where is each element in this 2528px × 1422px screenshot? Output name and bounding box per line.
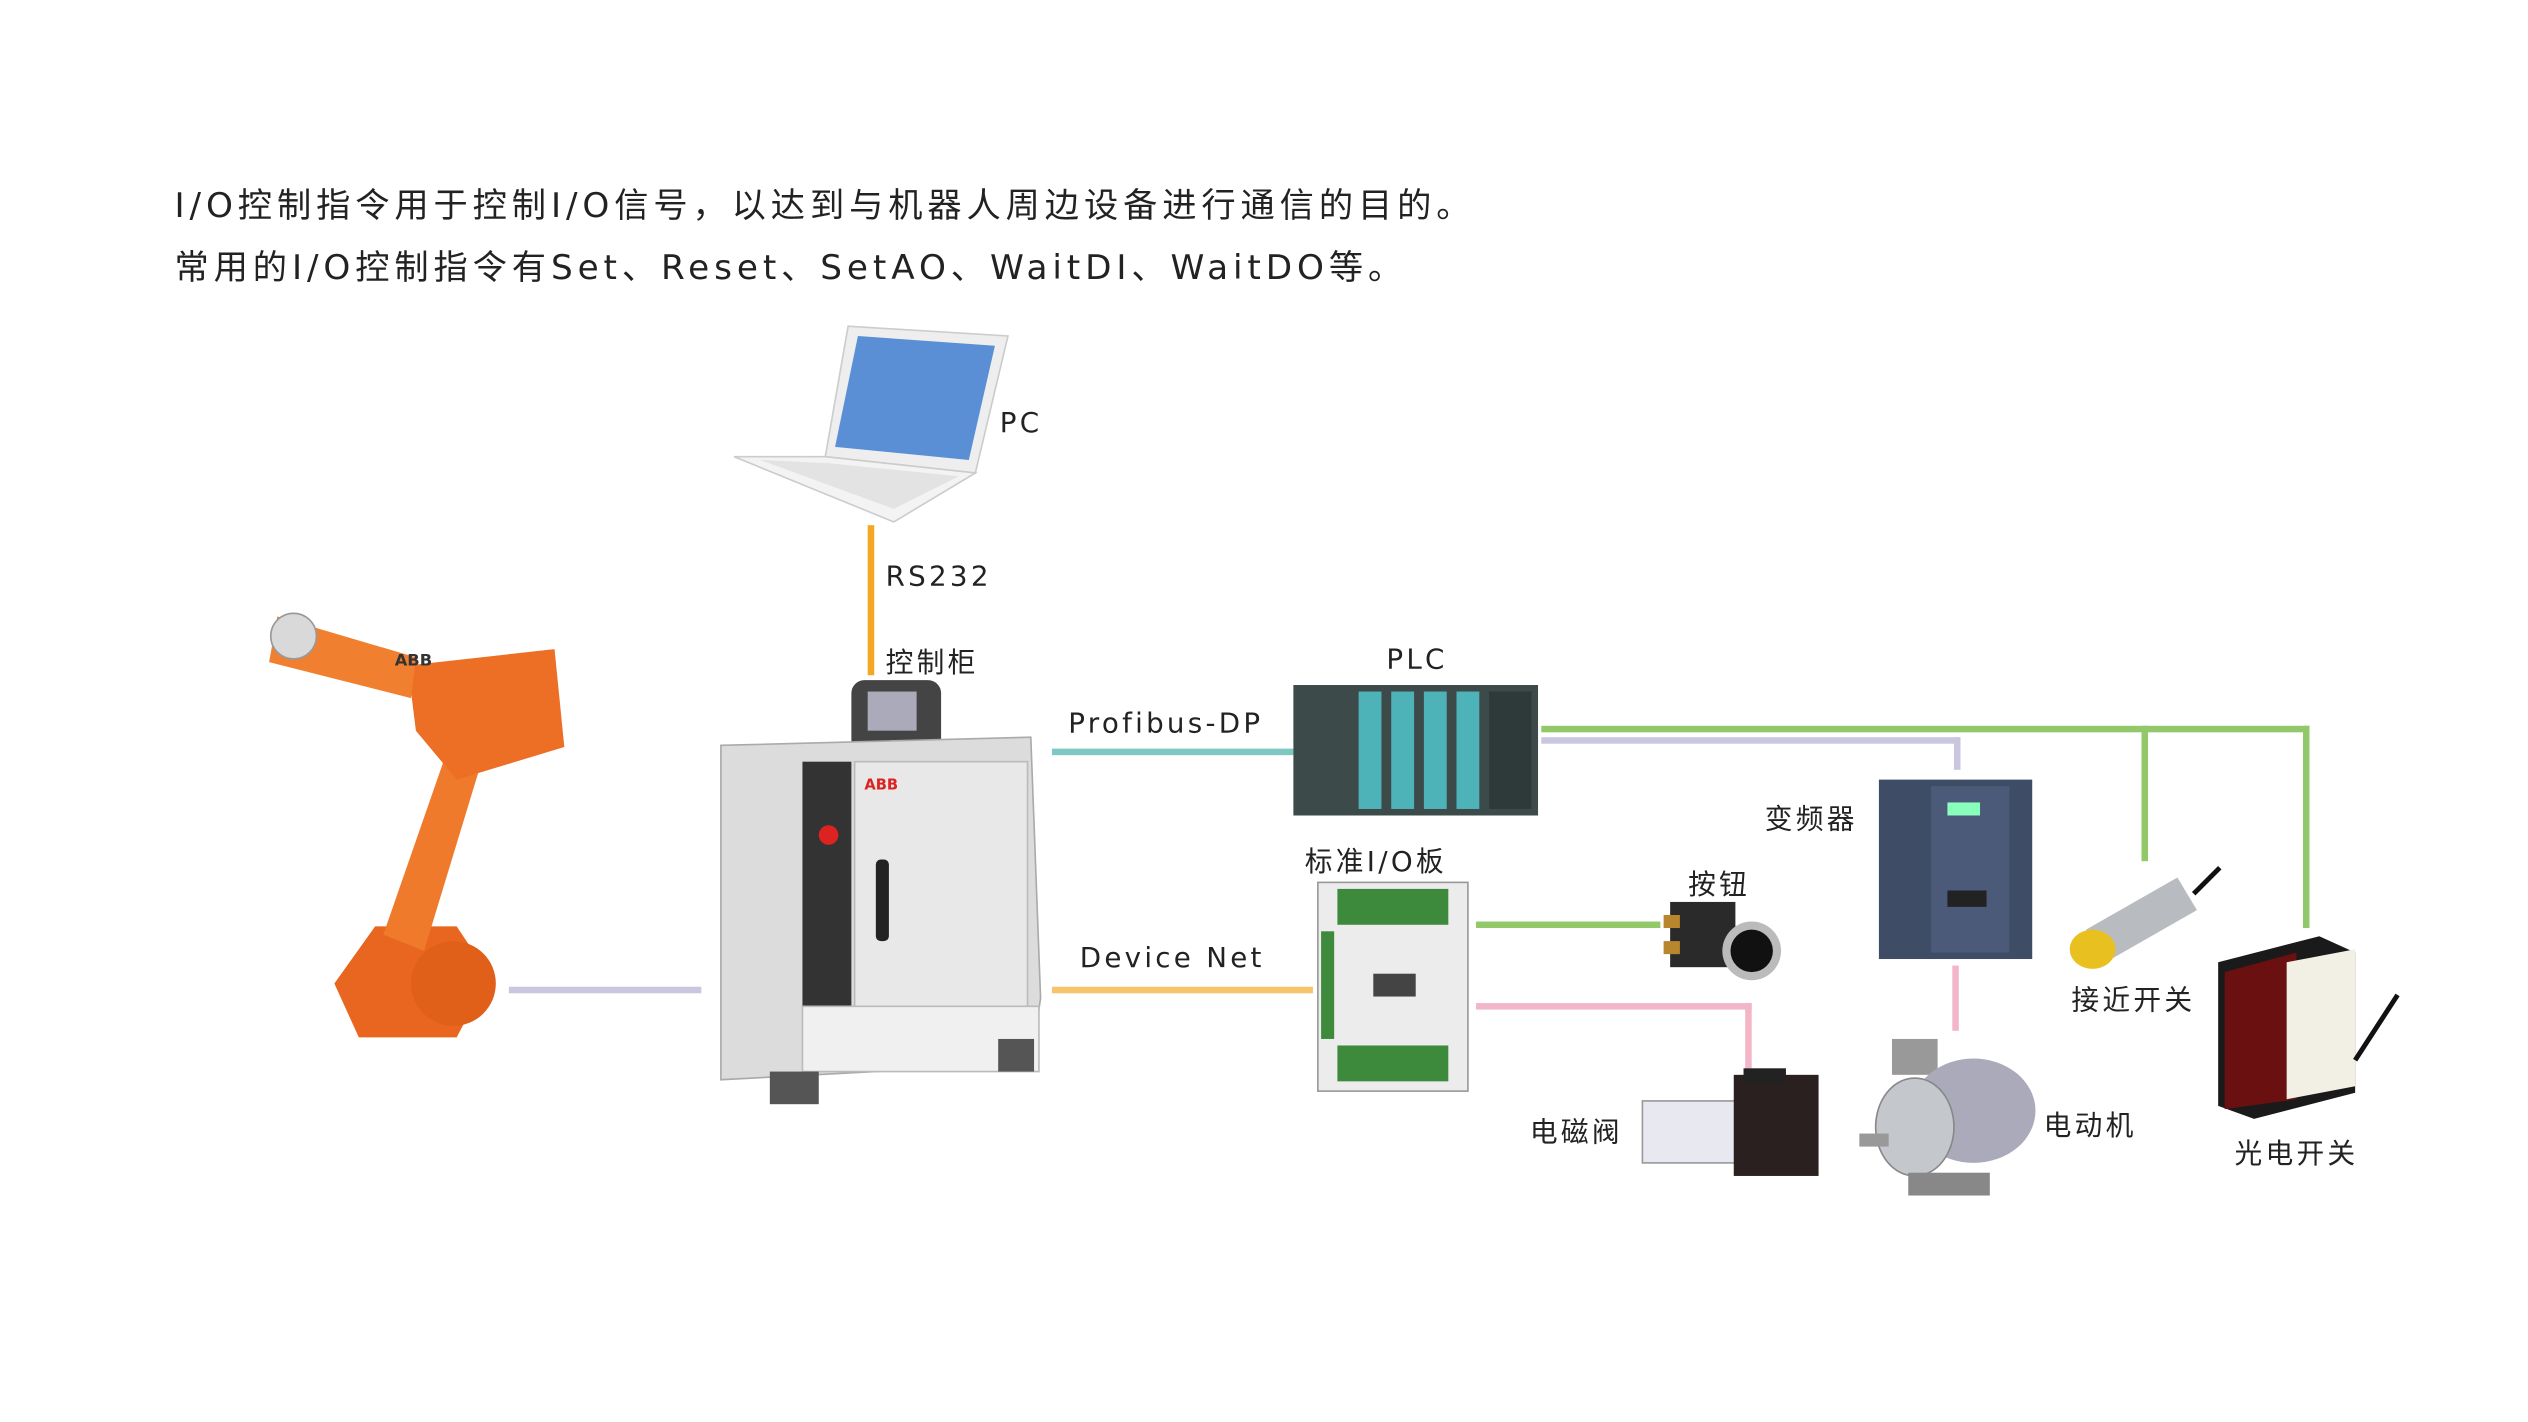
valve-pink-line [1476,1003,1752,1010]
proximity-label: 接近开关 [2071,985,2196,1018]
io-board-label: 标准I/O板 [1304,846,1447,880]
profibus-line [1051,748,1294,756]
photo-switch-label: 光电开关 [2234,1138,2359,1172]
push-button-icon [1663,901,1782,981]
robot-arm-icon: ABB [269,612,565,1038]
motor-label: 电动机 [2043,1110,2137,1144]
inverter-icon [1878,779,2033,960]
device-net-label: Device Net [1079,942,1265,976]
electric-motor-icon [1859,1038,2036,1196]
pc-label: PC [999,407,1043,441]
button-green-line [1476,921,1661,929]
svg-text:ABB: ABB [395,650,432,669]
profibus-label: Profibus-DP [1068,707,1264,741]
robot-link-line [508,986,702,994]
solenoid-valve-icon [1641,1068,1819,1176]
io-board-icon [1317,881,1469,1092]
intro-line-2: 常用的I/O控制指令有Set、Reset、SetAO、WaitDI、WaitDO… [174,247,1408,288]
photo-green-drop [2302,725,2310,929]
rs232-line [867,525,875,676]
control-cabinet-icon: ABB [720,680,1042,1105]
cabinet-label: 控制柜 [885,647,979,681]
valve-label: 电磁阀 [1529,1117,1623,1150]
plc-label: PLC [1386,644,1448,677]
plc-green-line [1541,725,2310,733]
inverter-lavender-drop [1953,737,1961,770]
rs232-label: RS232 [885,561,992,594]
intro-line-1: I/O控制指令用于控制I/O信号，以达到与机器人周边设备进行通信的目的。 [174,185,1476,226]
plc-icon [1293,685,1539,816]
device-net-line [1051,986,1313,994]
plc-lavender-line [1541,737,1961,744]
valve-pink-drop [1745,1003,1752,1069]
inverter-label: 变频器 [1764,804,1858,837]
proximity-switch-icon [2069,865,2222,969]
laptop-pc-icon [733,325,1009,523]
proximity-green-drop [2141,725,2149,862]
svg-text:ABB: ABB [864,776,898,793]
motor-pink-line [1952,965,1959,1031]
button-label: 按钮 [1688,869,1751,902]
photoelectric-switch-icon [2218,936,2400,1119]
